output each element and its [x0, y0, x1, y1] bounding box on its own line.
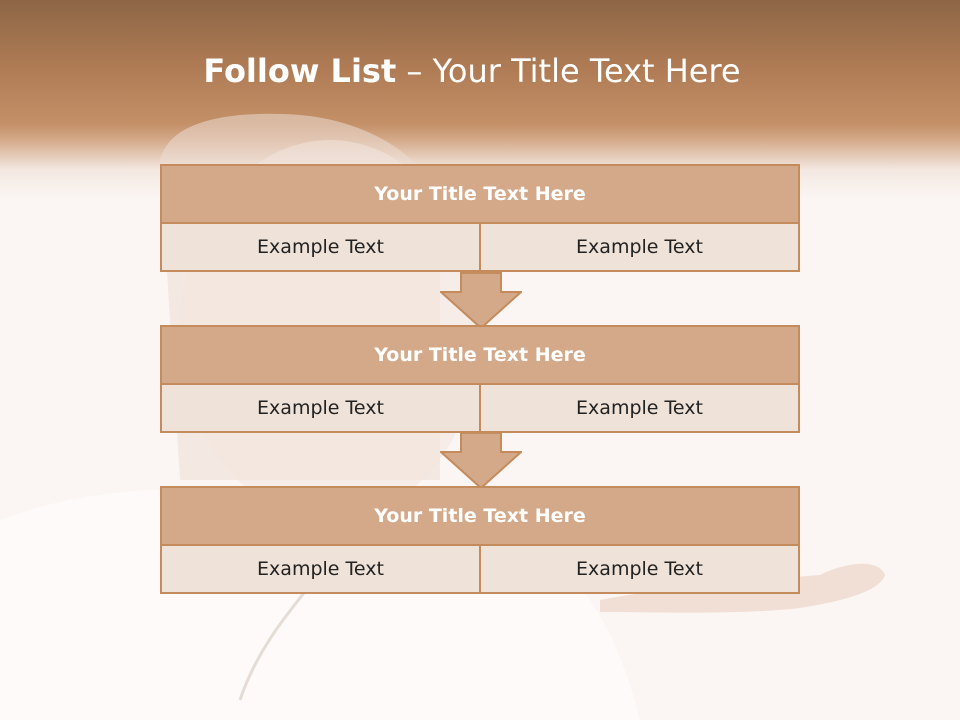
block-cell-left: Example Text [162, 224, 479, 270]
list-block-3: Your Title Text Here Example Text Exampl… [160, 486, 800, 594]
slide-title: Follow List – Your Title Text Here [0, 52, 944, 90]
block-cell-right: Example Text [479, 385, 798, 431]
block-title: Your Title Text Here [162, 166, 798, 224]
block-cell-right: Example Text [479, 224, 798, 270]
block-title: Your Title Text Here [162, 327, 798, 385]
block-title: Your Title Text Here [162, 488, 798, 546]
list-block-2: Your Title Text Here Example Text Exampl… [160, 325, 800, 433]
down-arrow-icon [440, 432, 522, 490]
block-cell-left: Example Text [162, 385, 479, 431]
down-arrow-icon [440, 272, 522, 330]
slide-title-rest: – Your Title Text Here [396, 52, 741, 90]
block-cell-left: Example Text [162, 546, 479, 592]
slide-title-bold: Follow List [203, 52, 397, 90]
list-block-1: Your Title Text Here Example Text Exampl… [160, 164, 800, 272]
block-cell-right: Example Text [479, 546, 798, 592]
